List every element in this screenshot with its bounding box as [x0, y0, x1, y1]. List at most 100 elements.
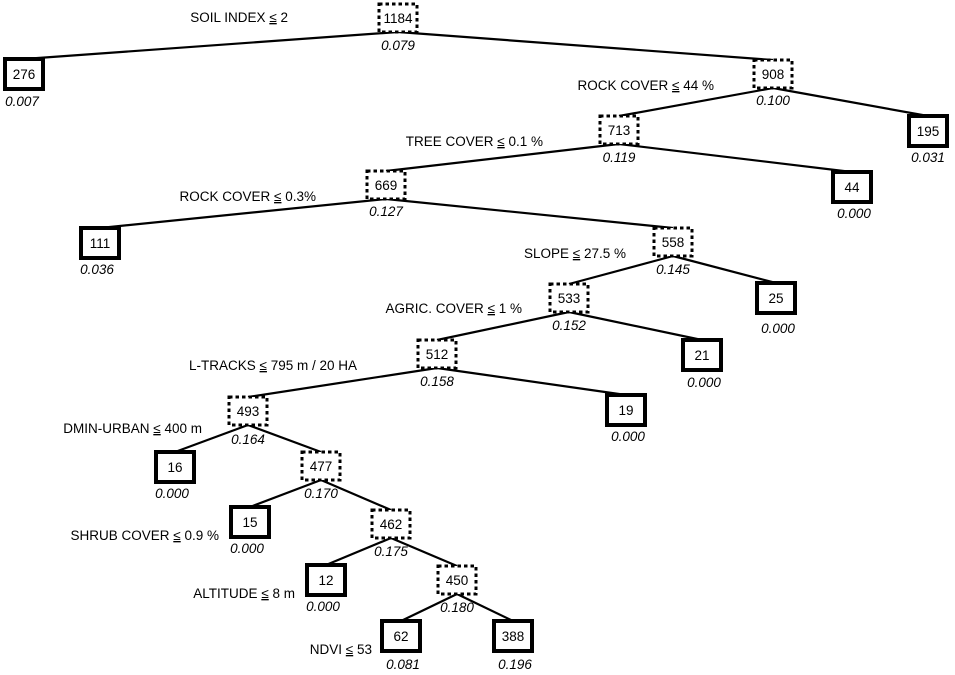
split-condition: ROCK COVER ≤ 44 %: [578, 78, 714, 93]
leaf-box: [229, 505, 271, 539]
node-rate: 0.127: [369, 204, 403, 219]
node-count: 25: [768, 291, 783, 306]
split-operator: ≤: [346, 642, 353, 657]
node-rate: 0.000: [306, 599, 340, 614]
tree-edge-493-16: [174, 423, 249, 454]
split-threshold: 0.3%: [281, 189, 316, 204]
node-rate: 0.170: [304, 486, 338, 501]
tree-edge-512-19: [436, 366, 627, 397]
node-rate: 0.175: [374, 544, 408, 559]
node-rate: 0.079: [381, 38, 415, 53]
node-count: 62: [393, 629, 408, 644]
node-count: 111: [90, 236, 111, 251]
split-operator: ≤: [261, 586, 268, 601]
tree-edges: [23, 30, 929, 622]
node-rate: 0.000: [611, 429, 645, 444]
split-box: [370, 508, 412, 540]
split-box: [416, 338, 458, 370]
node-rate: 0.000: [155, 486, 189, 501]
node-rate: 0.000: [230, 541, 264, 556]
split-operator: ≤: [488, 301, 495, 316]
split-box: [377, 2, 419, 34]
leaf-box: [305, 563, 347, 597]
tree-edge-477-15: [249, 478, 322, 509]
leaf-node-62: 62 0.081: [380, 619, 422, 672]
leaf-box: [380, 619, 422, 653]
node-count: 44: [844, 180, 860, 195]
leaf-box: [492, 619, 534, 653]
leaf-node-15: 150.000: [229, 505, 271, 556]
node-count: 1184: [383, 11, 413, 26]
leaf-node-19: 190.000: [605, 393, 647, 444]
leaf-box: [755, 281, 797, 315]
node-rate: 0.196: [498, 657, 532, 672]
split-variable: SLOPE: [524, 246, 573, 261]
split-condition: NDVI ≤ 53: [310, 642, 372, 657]
leaf-node-12: 12 0.000: [305, 563, 347, 614]
split-variable: DMIN-URBAN: [63, 421, 153, 436]
tree-edge-908-713: [618, 86, 774, 118]
leaf-node-111: 111 0.036: [79, 226, 121, 277]
split-threshold: 2: [277, 10, 288, 25]
split-variable: ROCK COVER: [578, 78, 673, 93]
split-operator: ≤: [573, 246, 580, 261]
node-rate: 0.031: [911, 150, 945, 165]
leaf-node-44: 44 0.000: [831, 170, 873, 221]
split-variable: L-TRACKS: [189, 358, 260, 373]
split-node-669: 669 0.127: [365, 169, 407, 219]
node-count: 450: [446, 573, 469, 588]
tree-edge-533-21: [568, 310, 703, 342]
node-rate: 0.036: [80, 262, 114, 277]
node-rate: 0.000: [687, 375, 721, 390]
split-variable: ROCK COVER: [180, 189, 275, 204]
node-count: 558: [662, 235, 685, 250]
split-condition: ROCK COVER ≤ 0.3%: [180, 189, 316, 204]
split-threshold: 8 m: [269, 586, 295, 601]
split-box: [598, 114, 640, 146]
leaf-box: [831, 170, 873, 204]
split-condition: SOIL INDEX ≤ 2: [190, 10, 288, 25]
node-rate: 0.145: [656, 262, 690, 277]
node-rate: 0.007: [5, 94, 39, 109]
split-variable: ALTITUDE: [193, 586, 261, 601]
node-rate: 0.158: [420, 374, 454, 389]
split-variable: SOIL INDEX: [190, 10, 269, 25]
node-count: 713: [608, 123, 631, 138]
node-rate: 0.000: [837, 206, 871, 221]
node-rate: 0.081: [386, 657, 420, 672]
tree-edge-462-450: [390, 536, 458, 568]
node-count: 669: [375, 178, 398, 193]
split-threshold: 44 %: [679, 78, 714, 93]
split-box: [436, 564, 478, 596]
split-operator: ≤: [153, 421, 160, 436]
split-variable: NDVI: [310, 642, 346, 657]
split-condition: DMIN-URBAN ≤ 400 m: [63, 421, 202, 436]
tree-edge-533-512: [436, 310, 570, 342]
split-variable: SHRUB COVER: [71, 528, 174, 543]
leaf-box: [907, 114, 949, 148]
leaf-node-16: 160.000: [154, 450, 196, 501]
node-count: 388: [502, 629, 525, 644]
split-box: [652, 226, 694, 258]
node-count: 462: [380, 517, 403, 532]
tree-edge-512-493: [247, 366, 438, 399]
node-rate: 0.000: [761, 321, 795, 336]
split-threshold: 400 m: [161, 421, 202, 436]
split-threshold: 53: [353, 642, 372, 657]
leaf-box: [79, 226, 121, 260]
node-count: 477: [310, 459, 333, 474]
node-count: 533: [558, 291, 581, 306]
tree-edge-669-558: [385, 197, 674, 230]
tree-edge-713-44: [618, 142, 853, 174]
split-variable: TREE COVER: [406, 134, 498, 149]
split-operator: ≤: [260, 358, 267, 373]
split-operator: ≤: [269, 10, 276, 25]
tree-edge-477-462: [320, 478, 392, 512]
node-count: 12: [318, 573, 333, 588]
